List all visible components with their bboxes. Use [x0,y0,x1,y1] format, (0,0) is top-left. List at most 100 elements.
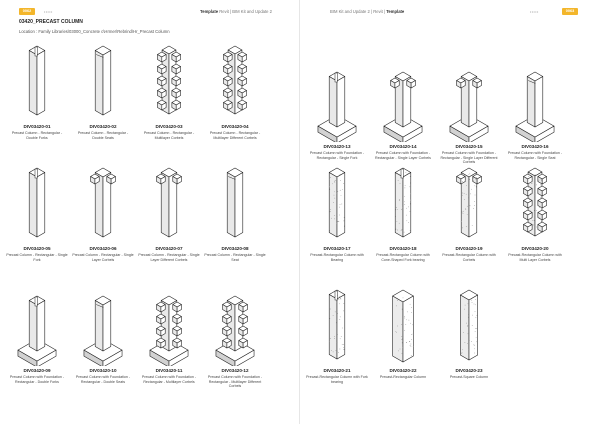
item-description: Precast Column with Foundation - Rectang… [370,151,436,160]
column-drawing [304,282,370,366]
column-drawing [436,160,502,244]
right-item-2: DIV03420-14Precast Column with Foundatio… [370,58,436,160]
item-description: Precast Column - Rectangular - Single La… [70,253,136,262]
item-code: DIV03420-20 [502,246,568,251]
column-drawing [202,282,268,366]
item-code: DIV03420-05 [4,246,70,251]
item-code: DIV03420-21 [304,368,370,373]
item-code: DIV03420-08 [202,246,268,251]
item-code: DIV03420-13 [304,144,370,149]
item-description: Precast Column - Rectangular - Single La… [136,253,202,262]
left-item-7: DIV03420-07Precast Column - Rectangular … [136,160,202,262]
page-number-badge: 0062 [19,8,35,15]
column-drawing [136,38,202,122]
header-dots: ••••• [44,10,53,14]
left-item-8: DIV03420-08Precast Column - Rectangular … [202,160,268,262]
left-page: 0062 ••••• Template Revit | BIM Kit and … [0,0,300,424]
item-code: DIV03420-19 [436,246,502,251]
left-item-6: DIV03420-06Precast Column - Rectangular … [70,160,136,262]
right-item-1: DIV03420-13Precast Column with Foundatio… [304,58,370,160]
item-code: DIV03420-18 [370,246,436,251]
right-item-4: DIV03420-16Precast Column with Foundatio… [502,58,568,160]
column-drawing [4,38,70,122]
column-drawing [370,160,436,244]
item-description: Precast Column with Foundation - Rectang… [4,375,70,384]
column-drawing [304,58,370,142]
item-code: DIV03420-23 [436,368,502,373]
item-code: DIV03420-10 [70,368,136,373]
right-item-7: DIV03420-19Precast-Rectangular Column wi… [436,160,502,262]
column-drawing [70,282,136,366]
item-description: Precast Column - Rectangular - Double Fo… [4,131,70,140]
item-code: DIV03420-14 [370,144,436,149]
header-title: BIM Kit and Update 2 | Revit | Template [330,9,404,14]
column-drawing [502,160,568,244]
header-dots: ••••• [530,10,539,14]
item-description: Precast Column with Foundation - Rectang… [304,151,370,160]
item-code: DIV03420-16 [502,144,568,149]
item-description: Precast Column - Rectangular - Single Fo… [4,253,70,262]
location-path: Location : Family Libraries\03000_Concre… [19,29,170,34]
item-description: Precast Column with Foundation - Rectang… [502,151,568,160]
right-item-9: DIV03420-21Precast-Rectangular Column wi… [304,282,370,384]
left-item-2: DIV03420-02Precast Column - Rectangular … [70,38,136,140]
column-drawing [70,160,136,244]
item-code: DIV03420-01 [4,124,70,129]
column-drawing [502,58,568,142]
column-drawing [370,58,436,142]
item-code: DIV03420-02 [70,124,136,129]
right-item-6: DIV03420-18Precast-Rectangular Column wi… [370,160,436,262]
left-item-1: DIV03420-01Precast Column - Rectangular … [4,38,70,140]
item-code: DIV03420-11 [136,368,202,373]
item-code: DIV03420-15 [436,144,502,149]
left-item-10: DIV03420-10Precast Column with Foundatio… [70,282,136,384]
item-description: Precast Column - Rectangular - Double Se… [70,131,136,140]
column-drawing [4,160,70,244]
right-item-5: DIV03420-17Precast-Rectangular Column wi… [304,160,370,262]
column-drawing [436,58,502,142]
item-description: Precast-Rectangular Column with Multi La… [502,253,568,262]
column-drawing [4,282,70,366]
column-drawing [202,38,268,122]
item-code: DIV03420-09 [4,368,70,373]
item-description: Precast-Rectangular Column with Corbels [436,253,502,262]
item-code: DIV03420-12 [202,368,268,373]
item-code: DIV03420-22 [370,368,436,373]
item-code: DIV03420-03 [136,124,202,129]
item-description: Precast-Rectangular Column with Bearing [304,253,370,262]
item-description: Precast Column with Foundation - Rectang… [202,375,268,389]
item-description: Precast Column - Rectangular - Single Se… [202,253,268,262]
right-page: BIM Kit and Update 2 | Revit | Template … [300,0,600,424]
column-drawing [436,282,502,366]
column-drawing [202,160,268,244]
left-item-4: DIV03420-04Precast Column - Rectangular … [202,38,268,140]
left-item-11: DIV03420-11Precast Column with Foundatio… [136,282,202,384]
item-description: Precast-Rectangular Column with Fork bea… [304,375,370,384]
left-item-3: DIV03420-03Precast Column - Rectangular … [136,38,202,140]
item-code: DIV03420-04 [202,124,268,129]
left-item-12: DIV03420-12Precast Column with Foundatio… [202,282,268,389]
item-description: Precast Column with Foundation - Rectang… [136,375,202,384]
left-item-9: DIV03420-09Precast Column with Foundatio… [4,282,70,384]
page-number-badge: 0063 [562,8,578,15]
item-description: Precast Column - Rectangular - Multilaye… [136,131,202,140]
right-item-10: DIV03420-22Precast-Rectangular Column [370,282,436,380]
right-item-3: DIV03420-15Precast Column with Foundatio… [436,58,502,165]
right-item-11: DIV03420-23Precast-Square Column [436,282,502,380]
item-description: Precast-Rectangular Column [370,375,436,380]
column-drawing [136,160,202,244]
column-drawing [304,160,370,244]
item-code: DIV03420-17 [304,246,370,251]
left-item-5: DIV03420-05Precast Column - Rectangular … [4,160,70,262]
column-drawing [70,38,136,122]
section-title: 03420_PRECAST COLUMN [19,19,83,25]
item-description: Precast Column with Foundation - Rectang… [70,375,136,384]
item-code: DIV03420-06 [70,246,136,251]
right-item-8: DIV03420-20Precast-Rectangular Column wi… [502,160,568,262]
item-code: DIV03420-07 [136,246,202,251]
item-description: Precast Column - Rectangular - Multilaye… [202,131,268,140]
header-title: Template Revit | BIM Kit and Update 2 [200,9,272,14]
item-description: Precast-Rectangular Column with Cone-Sha… [370,253,436,262]
column-drawing [136,282,202,366]
column-drawing [370,282,436,366]
